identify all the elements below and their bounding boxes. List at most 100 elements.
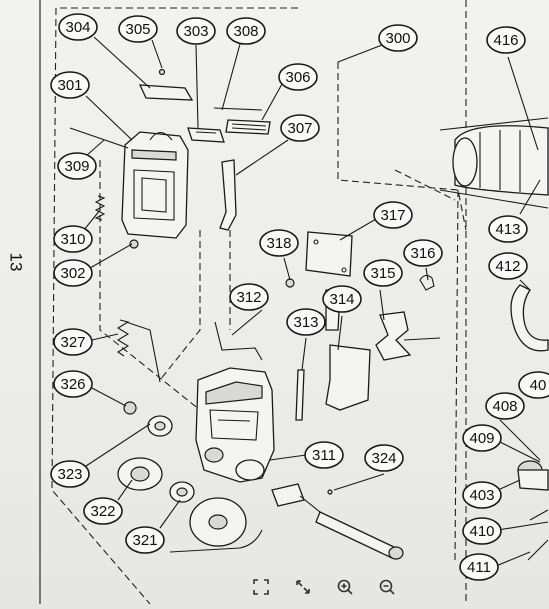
callout-bubble [53, 328, 93, 356]
callout-bubble [462, 481, 502, 509]
callout-label: 312 [236, 289, 261, 306]
callout-bubble [176, 17, 216, 45]
page-number: 13 [6, 252, 26, 272]
callout-label: 324 [371, 450, 396, 467]
wire-312 [214, 321, 263, 361]
callout-314: 314 [322, 285, 362, 313]
callout-316: 316 [403, 239, 443, 267]
fit-screen-icon[interactable] [250, 576, 272, 598]
callout-bubble [364, 444, 404, 472]
callout-bubble [462, 424, 502, 452]
callout-409: 409 [462, 424, 502, 452]
callout-bubble [50, 460, 90, 488]
callout-bubble [486, 26, 526, 54]
callout-label: 308 [233, 23, 258, 40]
callout-label: 318 [266, 235, 291, 252]
washer-321 [169, 481, 195, 503]
pin-313 [295, 369, 305, 421]
shaft-403-parts [517, 460, 549, 561]
callout-bubble [322, 285, 362, 313]
callout-label: 311 [312, 447, 336, 464]
callout-412: 412 [488, 252, 528, 280]
callout-label: 303 [183, 23, 208, 40]
callout-label: 300 [385, 30, 410, 47]
callout-403: 403 [462, 481, 502, 509]
zoom-in-icon[interactable] [334, 576, 356, 598]
callout-305: 305 [118, 15, 158, 43]
shaft-assembly [271, 483, 404, 560]
callout-bubble [118, 15, 158, 43]
callout-413: 413 [488, 215, 528, 243]
callout-label: 408 [492, 398, 517, 415]
callout-304: 304 [58, 13, 98, 41]
callout-label: 321 [132, 532, 157, 549]
callout-300: 300 [378, 24, 418, 52]
bracket-315 [375, 311, 441, 361]
callout-label: 327 [60, 334, 85, 351]
callout-321: 321 [125, 526, 165, 554]
callout-bubble [488, 252, 528, 280]
callout-label: 322 [90, 503, 115, 520]
callout-309: 309 [57, 152, 97, 180]
callout-bubble [57, 152, 97, 180]
callout-bubble [518, 371, 549, 399]
roller-323 [147, 415, 173, 437]
callout-bubble [259, 229, 299, 257]
drum-assembly-416 [439, 117, 549, 209]
callout-bubble [50, 71, 90, 99]
plate-303 [187, 127, 225, 143]
callout-label: 316 [410, 245, 435, 262]
callout-bubble [403, 239, 443, 267]
callout-311: 311 [304, 441, 344, 469]
callout-label: 411 [467, 559, 491, 576]
callout-label: 323 [57, 466, 82, 483]
callout-label: 314 [329, 291, 354, 308]
callout-317: 317 [373, 201, 413, 229]
callout-408: 408 [485, 392, 525, 420]
rod-309 [69, 127, 129, 149]
callout-bubble [125, 526, 165, 554]
callout-326: 326 [53, 370, 93, 398]
callout-bubble [229, 283, 269, 311]
screw-324 [327, 489, 333, 495]
callout-bubble [488, 215, 528, 243]
callout-303: 303 [176, 17, 216, 45]
spring-327-hook [125, 321, 161, 383]
housing-301 [121, 131, 189, 239]
callout-label: 326 [60, 376, 85, 393]
callout-bubble [485, 392, 525, 420]
lower-housing-311 [195, 367, 275, 483]
callout-bubble [58, 13, 98, 41]
bracket-314 [325, 289, 371, 411]
callout-315: 315 [363, 259, 403, 287]
bush-326 [123, 401, 137, 415]
callout-324: 324 [364, 444, 404, 472]
zoom-out-icon[interactable] [376, 576, 398, 598]
callout-bubble [286, 308, 326, 336]
pin-318 [285, 278, 295, 288]
callout-label: 412 [495, 258, 520, 275]
callout-label: 410 [469, 523, 494, 540]
callout-bubble [226, 17, 266, 45]
callout-411: 411 [459, 553, 499, 581]
callout-308: 308 [226, 17, 266, 45]
callout-410: 410 [462, 517, 502, 545]
callout-301: 301 [50, 71, 90, 99]
cam-plate [169, 497, 263, 553]
callout-label: 317 [380, 207, 405, 224]
callout-bubble [462, 517, 502, 545]
callout-307: 307 [280, 114, 320, 142]
callout-label: 307 [287, 120, 312, 137]
expand-icon[interactable] [292, 576, 314, 598]
callout-416: 416 [486, 26, 526, 54]
callout-label: 315 [370, 265, 395, 282]
plate-317 [305, 231, 353, 277]
spring-327 [116, 319, 130, 357]
callout-label: 302 [60, 265, 85, 282]
inner-boundary [99, 160, 231, 411]
viewer-toolbar [250, 572, 420, 602]
callout-40: 40 [518, 371, 549, 399]
callout-bubble [373, 201, 413, 229]
